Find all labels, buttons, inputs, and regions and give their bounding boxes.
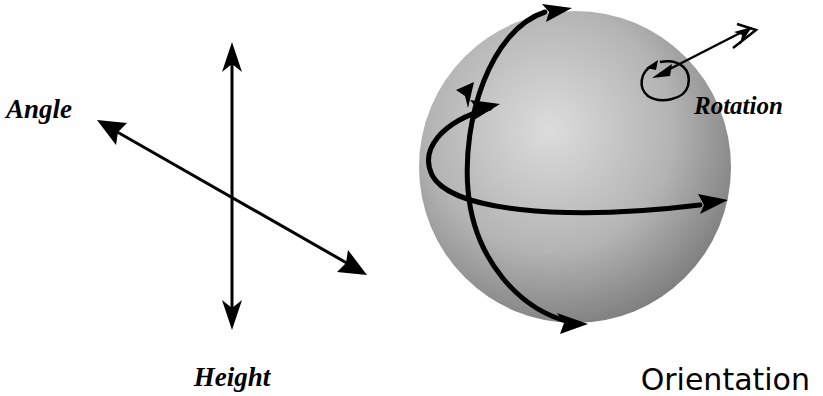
figure-title: Orientation <box>641 362 810 396</box>
axis-label: Angle <box>6 94 72 125</box>
axis-label: Height <box>194 362 271 393</box>
meridian-arrow <box>456 4 588 334</box>
angle-arrow <box>97 120 367 275</box>
rotation-symbol <box>642 24 756 100</box>
axis-label: Rotation <box>694 92 783 120</box>
sphere <box>419 11 731 323</box>
height-arrow <box>222 42 242 330</box>
